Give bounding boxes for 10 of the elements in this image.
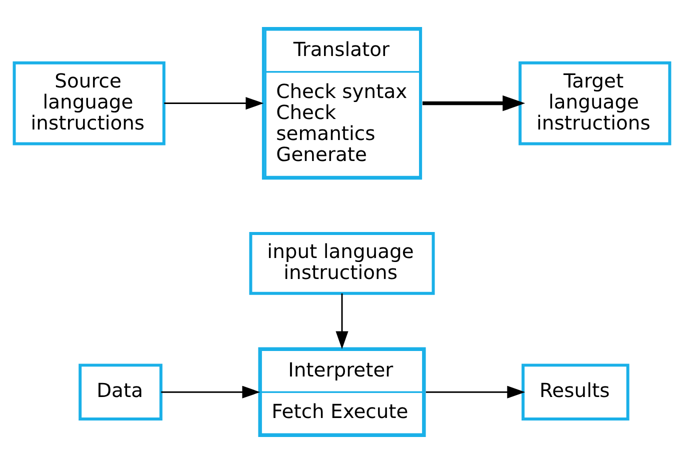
node-box: Results bbox=[522, 363, 630, 420]
node-box: Target language instructions bbox=[518, 60, 672, 145]
arrow bbox=[336, 292, 348, 349]
arrow bbox=[426, 385, 526, 398]
arrow bbox=[422, 94, 526, 111]
arrow bbox=[161, 385, 260, 398]
arrow bbox=[164, 96, 264, 110]
node-box: Source language instructions bbox=[12, 60, 166, 145]
node-box: input language instructions bbox=[249, 232, 435, 294]
node-box: Data bbox=[78, 363, 162, 420]
